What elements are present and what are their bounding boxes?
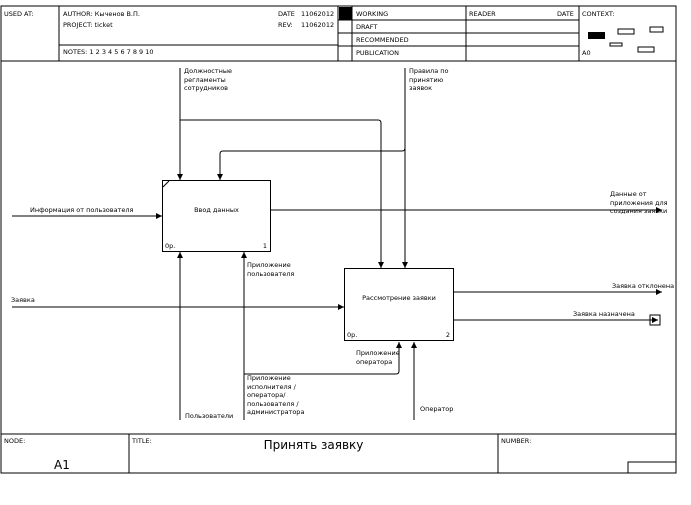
arrow-label-user-app: Приложение пользователя	[247, 261, 295, 278]
number-label: NUMBER:	[501, 437, 532, 445]
rev-value: 11062012	[301, 21, 335, 29]
reader-date-label: DATE	[557, 10, 574, 18]
arrow-label-user-info: Информация от пользователя	[30, 206, 134, 214]
status-publication: PUBLICATION	[356, 49, 400, 57]
arrow-label-operator: Оператор	[420, 405, 454, 413]
status-recommended: RECOMMENDED	[356, 36, 409, 44]
node-label: NODE:	[4, 437, 26, 445]
activity-box-1-label: Ввод данных	[194, 206, 239, 214]
activity-box-2-label: Рассмотрение заявки	[362, 294, 436, 302]
date-value: 11062012	[301, 10, 335, 18]
date-label: DATE	[278, 10, 295, 18]
diagram-title: Принять заявку	[263, 438, 364, 452]
activity-box-2-cost: 0р.	[347, 331, 358, 339]
node-value: A1	[54, 458, 70, 472]
arrow-label-assigned: Заявка назначена	[573, 310, 635, 318]
arrow-label-regulations: Должностные регламенты сотрудников	[184, 67, 233, 92]
status-draft: DRAFT	[356, 23, 378, 31]
activity-box-2[interactable]: Рассмотрение заявки 0р. 2	[344, 268, 454, 341]
context-node: A0	[582, 49, 591, 57]
arrow-label-rules: Правила по принятию заявок	[409, 67, 449, 92]
arrow-label-operator-app: Приложение оператора	[356, 349, 400, 366]
diagram-frame	[0, 5, 677, 474]
activity-box-1-number: 1	[262, 242, 267, 250]
status-working: WORKING	[356, 10, 389, 18]
arrow-label-rejected: Заявка отклонена	[612, 282, 675, 290]
activity-box-1-cost: 0р.	[165, 242, 176, 250]
arrow-label-multi-app: Приложение исполнителя / оператора/ поль…	[247, 374, 305, 416]
notes-field: NOTES: 1 2 3 4 5 6 7 8 9 10	[63, 48, 154, 56]
context-label: CONTEXT:	[582, 10, 615, 18]
box-corner-mark	[163, 181, 170, 188]
project-field: PROJECT: ticket	[63, 21, 113, 29]
reader-label: READER	[469, 10, 496, 18]
arrow-label-request: Заявка	[11, 296, 35, 304]
arrow-label-users: Пользователи	[185, 412, 234, 420]
rev-label: REV:	[278, 21, 293, 29]
activity-box-1[interactable]: Ввод данных 0р. 1	[162, 180, 271, 252]
author-field: AUTHOR: Кыченов В.П.	[63, 10, 140, 18]
arrow-label-data-out: Данные от приложения для создания заявки	[610, 190, 668, 215]
used-at-label: USED AT:	[4, 10, 34, 18]
activity-box-2-number: 2	[445, 331, 450, 339]
title-label: TITLE:	[132, 437, 152, 445]
